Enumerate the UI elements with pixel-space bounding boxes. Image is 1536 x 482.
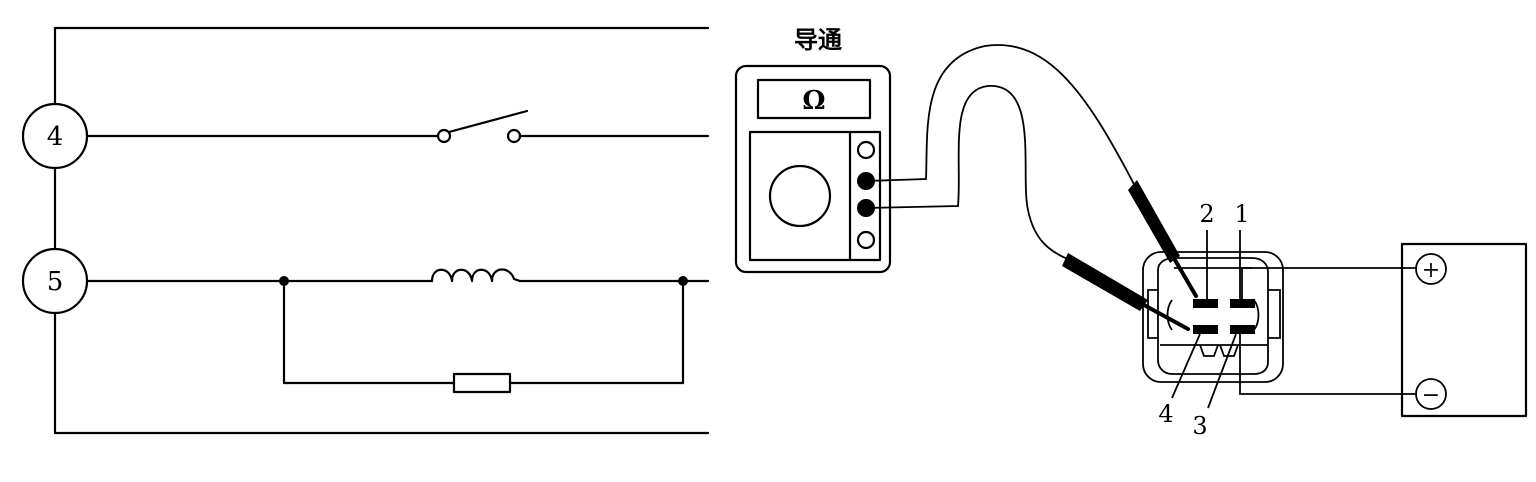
probe-tip-upper-icon[interactable]: [1128, 180, 1180, 263]
multimeter-display-symbol: Ω: [802, 86, 825, 116]
battery-body: [1400, 242, 1528, 418]
battery: + −: [1400, 242, 1528, 418]
terminal-5: 5: [21, 247, 89, 315]
switch-blade: [447, 109, 529, 134]
pin-2-label: 2: [1199, 200, 1214, 228]
connector-right-clip: [1253, 299, 1260, 331]
multimeter-panel: [748, 130, 882, 262]
multimeter-label: 导通: [794, 26, 842, 54]
wire-pin1-to-positive: [1241, 267, 1417, 300]
connector-outer: [1142, 251, 1284, 383]
connector-left-latch: [1147, 289, 1158, 339]
switch-contact-left: [436, 128, 452, 144]
jack-1-icon[interactable]: [856, 140, 876, 160]
connector-inner: [1157, 257, 1269, 375]
connector-pin-3[interactable]: [1230, 325, 1255, 334]
jack-4-icon[interactable]: [856, 230, 876, 250]
resistor-symbol: [452, 372, 512, 394]
connector-pin-4[interactable]: [1193, 325, 1218, 334]
connector-right-latch: [1268, 289, 1281, 339]
pin-1-label: 1: [1234, 200, 1249, 228]
multimeter: 导通 Ω: [734, 26, 892, 274]
relay-schematic: 4 5: [21, 26, 710, 435]
connector-left-clip: [1166, 299, 1173, 331]
terminal-4: 4: [21, 102, 89, 170]
connector-pin-2[interactable]: [1193, 299, 1218, 308]
probe-tip-lower-icon[interactable]: [1062, 253, 1148, 311]
pin-3-label: 3: [1192, 412, 1207, 440]
probe-lead-lower: [865, 85, 1071, 261]
pin-4-label: 4: [1158, 400, 1173, 428]
connector-key-right: [1219, 344, 1239, 357]
relay-connector: 2 1 4 3: [1142, 200, 1284, 440]
multimeter-dial[interactable]: [768, 164, 832, 228]
terminal-4-label: 4: [47, 122, 64, 152]
connector-key-left: [1199, 344, 1219, 357]
probe-leads: [865, 44, 1198, 331]
coil-symbol: [430, 268, 522, 283]
battery-negative-label: −: [1422, 383, 1440, 408]
terminal-5-label: 5: [47, 267, 64, 297]
connector-pin-1[interactable]: [1230, 299, 1255, 308]
switch-contact-right: [506, 128, 522, 144]
multimeter-body: [734, 64, 892, 274]
battery-positive-label: +: [1422, 258, 1440, 283]
multimeter-display: [756, 78, 872, 120]
probe-needle-upper: [1173, 258, 1198, 298]
pin-3-leader: [1207, 333, 1237, 409]
probe-lead-upper: [865, 44, 1137, 189]
battery-wires: [1239, 267, 1417, 395]
battery-positive-terminal[interactable]: [1415, 253, 1447, 285]
switch: [436, 109, 529, 144]
probe-needle-lower: [1142, 303, 1190, 331]
pin-4-leader: [1171, 333, 1201, 399]
wire-pin3-to-negative: [1239, 333, 1417, 395]
